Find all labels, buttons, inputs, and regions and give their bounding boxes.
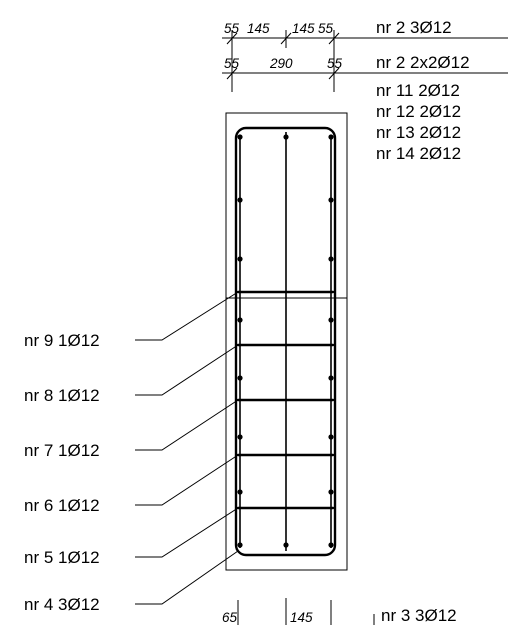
label-nr8: nr 8 1Ø12 (24, 386, 100, 405)
label-nr2-3012: nr 2 3Ø12 (376, 18, 452, 37)
dim-145-left: 145 (247, 21, 270, 36)
rebar-dot (237, 197, 243, 203)
bottom-dimension-lines (237, 598, 375, 625)
label-nr9: nr 9 1Ø12 (24, 331, 100, 350)
rebar-dot (328, 489, 334, 495)
dim-145-right: 145 (292, 21, 315, 36)
rebar-dot (237, 256, 243, 262)
rebar-dot (328, 317, 334, 323)
label-nr5: nr 5 1Ø12 (24, 548, 100, 567)
concrete-outline (225, 112, 348, 571)
rebar-dot (328, 197, 334, 203)
label-nr3: nr 3 3Ø12 (381, 606, 457, 625)
label-nr2-2x2012: nr 2 2x2Ø12 (376, 53, 470, 72)
dim-65-bottom: 65 (222, 610, 238, 625)
rebar-dot (237, 489, 243, 495)
rebar-dot (328, 542, 334, 548)
rebar-dot (328, 375, 334, 381)
rebar-dot (328, 434, 334, 440)
top-dimension-lines (222, 30, 508, 92)
dim-145-bottom: 145 (290, 610, 313, 625)
main-stirrup (234, 126, 337, 557)
rebar-dot (237, 134, 243, 140)
label-nr13: nr 13 2Ø12 (376, 123, 461, 142)
rebar-dot (283, 134, 289, 140)
label-nr4: nr 4 3Ø12 (24, 595, 100, 614)
dim-55-left: 55 (224, 21, 240, 36)
dim-55-left-row2: 55 (224, 56, 240, 71)
left-leader-lines (135, 291, 239, 605)
label-nr12: nr 12 2Ø12 (376, 102, 461, 121)
dim-55-right-row2: 55 (327, 56, 343, 71)
dim-290: 290 (269, 56, 293, 71)
dim-55-right: 55 (318, 21, 334, 36)
longitudinal-bars (237, 134, 334, 548)
label-nr7: nr 7 1Ø12 (24, 441, 100, 460)
rebar-dot (328, 134, 334, 140)
label-nr6: nr 6 1Ø12 (24, 496, 100, 515)
rebar-dot (237, 542, 243, 548)
rebar-dot (237, 375, 243, 381)
label-nr11: nr 11 2Ø12 (376, 81, 460, 100)
label-nr14: nr 14 2Ø12 (376, 144, 461, 163)
rebar-dot (237, 434, 243, 440)
rebar-dot (328, 256, 334, 262)
rebar-dot (237, 317, 243, 323)
rebar-dot (283, 542, 289, 548)
